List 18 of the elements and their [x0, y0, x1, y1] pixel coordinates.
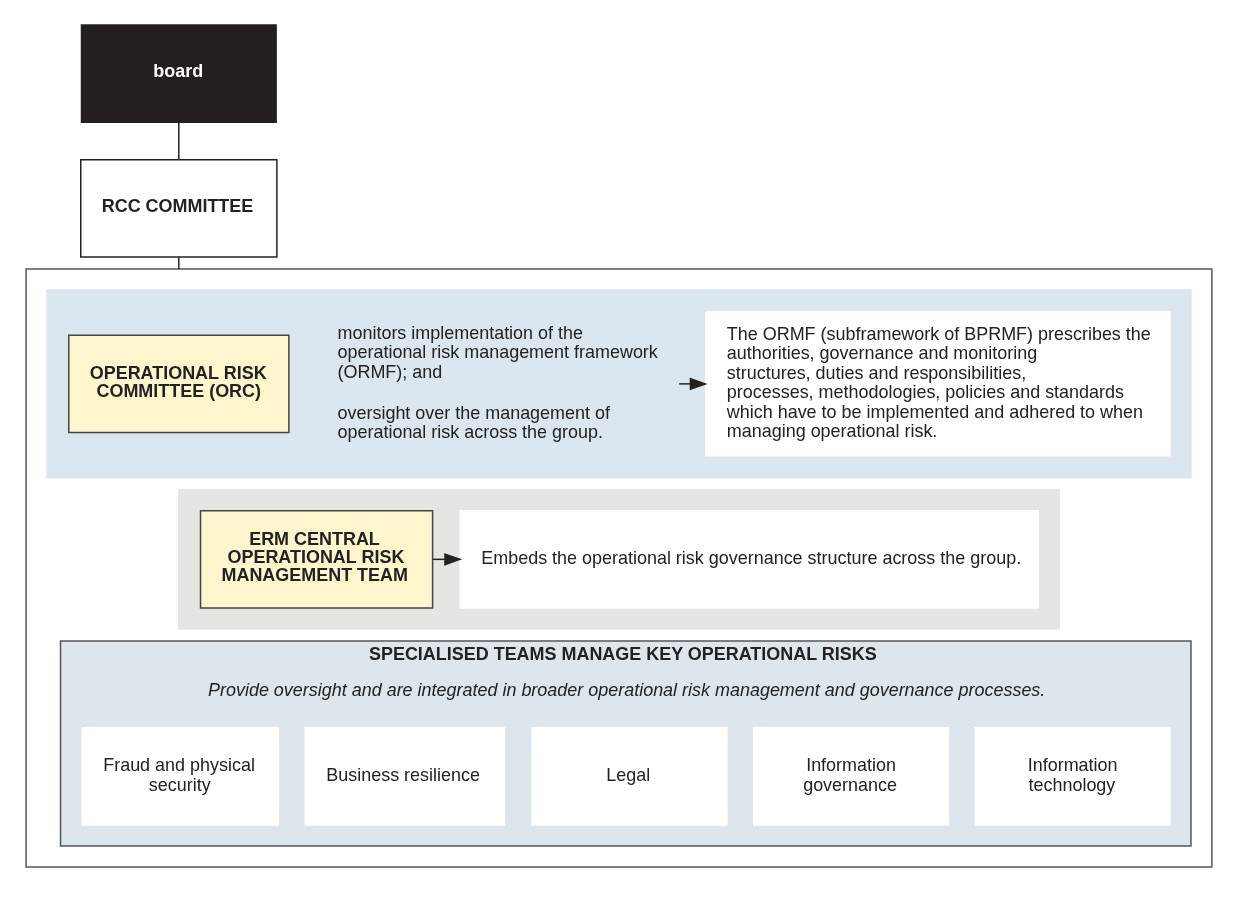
cluster — [25, 268, 1213, 868]
node-box: Legal — [531, 727, 728, 826]
node-box: Fraud and physical security — [81, 727, 280, 826]
arrow — [678, 377, 708, 391]
node-box: board — [80, 24, 277, 124]
node-box: The ORMF (subframework of BPRMF) prescribes the authorities, governance and monitoring structures, duties and responsibilities, processes, methodologies, policies and standards which have to be implemented and adhered to when managing operational risk. — [705, 311, 1171, 457]
node-box: Information governance — [753, 727, 950, 826]
cluster — [46, 289, 1192, 479]
node-box: Business resilience — [304, 727, 506, 826]
node-box: OPERATIONAL RISK COMMITTEE (ORC) — [68, 334, 290, 434]
node-box: Embeds the operational risk governance structure across the group. — [459, 509, 1039, 609]
node-box: ERM CENTRAL OPERATIONAL RISK MANAGEMENT TEAM — [199, 509, 434, 609]
connector — [178, 256, 180, 270]
connector — [178, 121, 180, 161]
cluster — [178, 489, 1060, 630]
node-text: monitors implementation of the operational risk management framework (ORMF); and oversight over the management of operational risk across the group. — [337, 322, 658, 443]
node-box: Information technology — [974, 727, 1171, 826]
node-box: RCC COMMITTEE — [80, 159, 278, 258]
